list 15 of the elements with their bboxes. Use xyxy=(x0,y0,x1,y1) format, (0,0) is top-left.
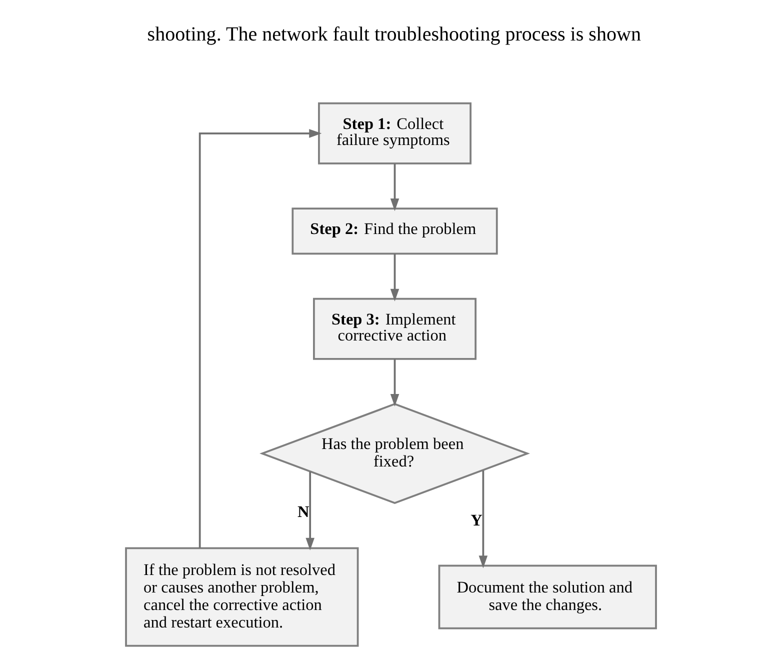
label: shooting. The network fault troubleshooting process is shown xyxy=(147,23,641,46)
arrow xyxy=(390,254,400,302)
arrow xyxy=(198,129,322,548)
edge-label: Y xyxy=(470,510,482,530)
node-box: Document the solution and save the changes. xyxy=(438,564,657,630)
node-box: Step 1: Collect failure symptoms xyxy=(318,102,472,164)
arrow xyxy=(390,164,400,212)
node-box: Step 2: Find the problem xyxy=(292,208,498,255)
edge-label: N xyxy=(298,502,310,522)
arrow xyxy=(306,472,314,550)
arrow xyxy=(478,470,488,568)
node-box: If the problem is not resolved or causes another problem, cancel the corrective action and restart execution. xyxy=(125,547,359,647)
node-box: Step 3: Implement corrective action xyxy=(313,298,476,360)
node-diamond: Has the problem been fixed? xyxy=(260,403,530,504)
arrow xyxy=(390,359,400,407)
